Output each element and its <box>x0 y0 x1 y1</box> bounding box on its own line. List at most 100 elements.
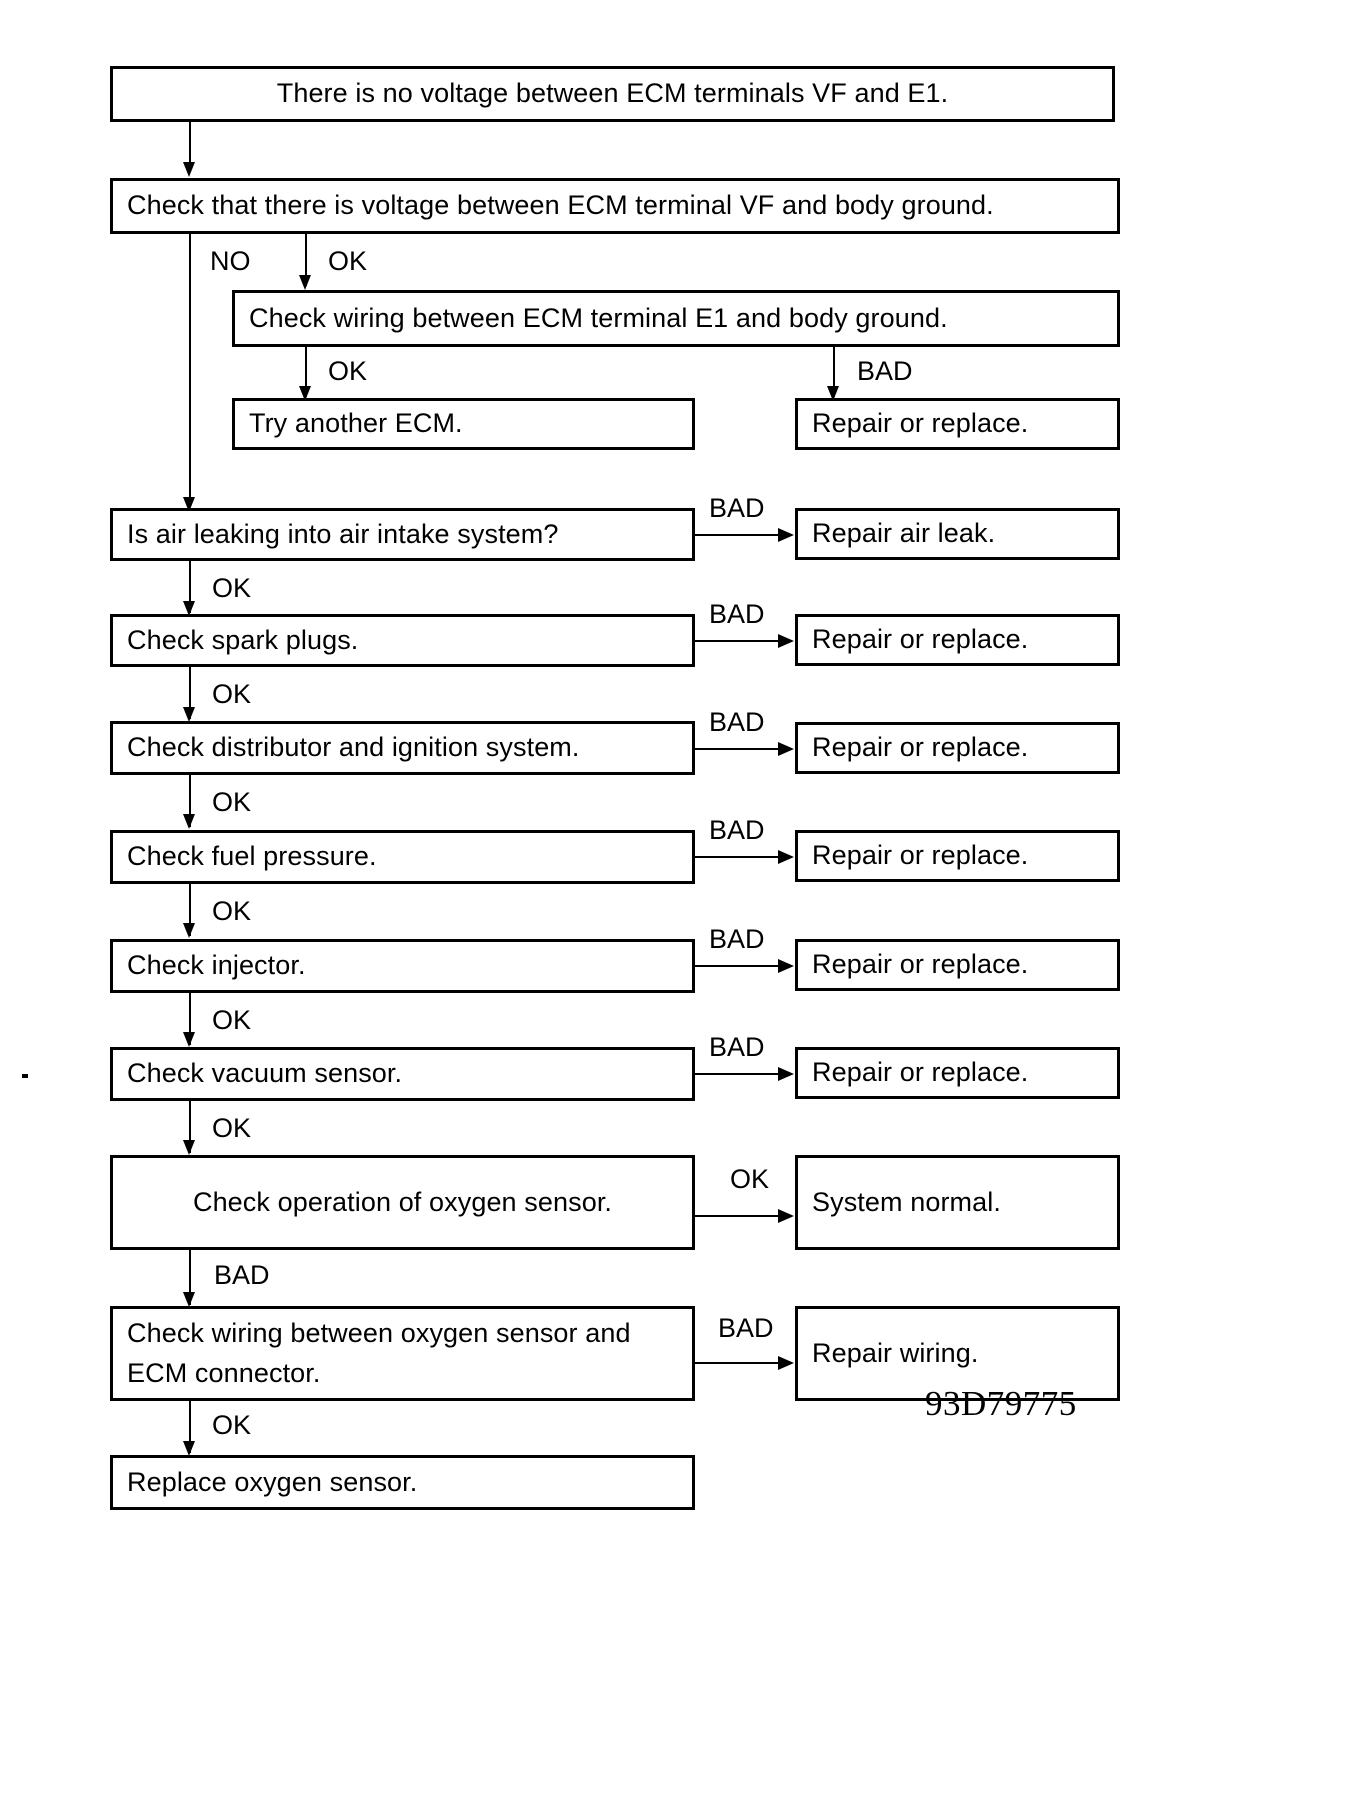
edge-n10-n11-arrowhead <box>778 742 794 756</box>
edge-label-bad-n18-n20: BAD <box>214 1260 270 1290</box>
node-label: Check vacuum sensor. <box>127 1058 403 1089</box>
edge-n12-n14-arrowhead <box>183 923 195 938</box>
node-check-injector[interactable]: Check injector. <box>110 939 695 993</box>
node-label: Repair or replace. <box>812 408 1029 439</box>
edge-n8-n10-arrowhead <box>183 707 195 722</box>
node-label: Try another ECM. <box>249 408 463 439</box>
edge-n18-n20-arrowhead <box>183 1292 195 1307</box>
edge-n16-n18-arrowhead <box>183 1140 195 1155</box>
node-check-oxygen-sensor-operation[interactable]: Check operation of oxygen sensor. <box>110 1155 695 1250</box>
edge-n8-n9-arrowhead <box>778 634 794 648</box>
node-repair-or-replace-6[interactable]: Repair or replace. <box>795 1047 1120 1099</box>
edge-n2-n3-line <box>305 234 307 286</box>
edge-n3-n4-arrowhead <box>299 386 311 401</box>
edge-n14-n16-arrowhead <box>183 1032 195 1047</box>
edge-n12-n13-arrowhead <box>778 850 794 864</box>
edge-label-ok-n3-n4: OK <box>328 356 368 386</box>
edge-label-ok-n8-n10: OK <box>212 679 252 709</box>
edge-label-ok-n18-n19: OK <box>730 1164 770 1194</box>
node-repair-or-replace-3[interactable]: Repair or replace. <box>795 722 1120 774</box>
node-label: Repair or replace. <box>812 840 1029 871</box>
edge-n2-n3-arrowhead <box>299 275 311 290</box>
edge-n16-n17-arrowhead <box>778 1067 794 1081</box>
node-label: Repair air leak. <box>812 518 996 549</box>
edge-n20-n22-arrowhead <box>183 1441 195 1456</box>
edge-label-bad-n20-n21: BAD <box>718 1313 774 1343</box>
edge-n20-n21-arrowhead <box>778 1356 794 1370</box>
edge-label-ok-n20-n22: OK <box>212 1410 252 1440</box>
edge-n20-n22-line <box>189 1401 191 1453</box>
edge-n6-n8-arrowhead <box>183 601 195 616</box>
edge-label-ok-n14-n16: OK <box>212 1005 252 1035</box>
edge-n6-n8-line <box>189 561 191 613</box>
node-label: Is air leaking into air intake system? <box>127 518 559 549</box>
node-check-voltage-vf-body-ground[interactable]: Check that there is voltage between ECM … <box>110 178 1120 234</box>
edge-n18-n19-arrowhead <box>778 1209 794 1223</box>
edge-label-bad-n14-n15: BAD <box>709 924 765 954</box>
edge-label-no: NO <box>210 246 251 276</box>
edge-label-bad-n10-n11: BAD <box>709 707 765 737</box>
edge-label-bad-n3-n5: BAD <box>857 356 913 386</box>
edge-n18-n20-line <box>189 1250 191 1305</box>
node-label: Repair or replace. <box>812 949 1029 980</box>
node-try-another-ecm[interactable]: Try another ECM. <box>232 398 695 450</box>
node-label: Repair wiring. <box>812 1337 979 1368</box>
node-label: System normal. <box>812 1186 1001 1217</box>
edge-n20-n21-line <box>695 1362 783 1364</box>
node-check-vacuum-sensor[interactable]: Check vacuum sensor. <box>110 1047 695 1101</box>
node-repair-or-replace-1[interactable]: Repair or replace. <box>795 398 1120 450</box>
edge-label-bad-n6-n7: BAD <box>709 493 765 523</box>
reference-code: 93D79775 <box>925 1384 1077 1423</box>
node-label: Check operation of oxygen sensor. <box>192 1186 613 1217</box>
edge-label-ok-n12-n14: OK <box>212 896 252 926</box>
edge-n12-n14-line <box>189 884 191 936</box>
node-no-voltage-vf-e1[interactable]: There is no voltage between ECM terminal… <box>110 66 1115 122</box>
node-repair-or-replace-4[interactable]: Repair or replace. <box>795 830 1120 882</box>
node-repair-wiring[interactable]: Repair wiring. <box>795 1306 1120 1401</box>
edge-n14-n15-line <box>695 965 783 967</box>
edge-n10-n11-line <box>695 748 783 750</box>
node-repair-or-replace-5[interactable]: Repair or replace. <box>795 939 1120 991</box>
node-label: Replace oxygen sensor. <box>127 1466 418 1497</box>
node-label: Repair or replace. <box>812 624 1029 655</box>
node-label: Check spark plugs. <box>127 624 359 655</box>
node-repair-or-replace-2[interactable]: Repair or replace. <box>795 614 1120 666</box>
node-label: Check wiring between oxygen sensor and E… <box>127 1318 631 1388</box>
edge-no-trunk-line <box>189 234 191 506</box>
edge-label-bad-n8-n9: BAD <box>709 599 765 629</box>
edge-label-ok-n2-n3: OK <box>328 246 368 276</box>
edge-n8-n10-line <box>189 667 191 719</box>
edge-n16-n18-line <box>189 1101 191 1153</box>
node-check-distributor-ignition[interactable]: Check distributor and ignition system. <box>110 721 695 775</box>
edge-label-ok-n16-n18: OK <box>212 1113 252 1143</box>
node-label: Check wiring between ECM terminal E1 and… <box>249 302 948 333</box>
edge-n3-n5-arrowhead <box>827 386 839 401</box>
node-label: Check that there is voltage between ECM … <box>127 190 994 221</box>
node-is-air-leaking[interactable]: Is air leaking into air intake system? <box>110 508 695 561</box>
edge-n14-n15-arrowhead <box>778 959 794 973</box>
node-label: Check fuel pressure. <box>127 841 377 872</box>
edge-n18-n19-line <box>695 1215 783 1217</box>
edge-n1-n2-arrowhead <box>183 162 195 177</box>
edge-n16-n17-line <box>695 1073 783 1075</box>
node-label: Check injector. <box>127 950 306 981</box>
node-check-fuel-pressure[interactable]: Check fuel pressure. <box>110 830 695 884</box>
edge-n12-n13-line <box>695 856 783 858</box>
edge-n3-n5-line <box>833 347 835 397</box>
node-replace-oxygen-sensor[interactable]: Replace oxygen sensor. <box>110 1455 695 1510</box>
node-check-wiring-e1-body-ground[interactable]: Check wiring between ECM terminal E1 and… <box>232 290 1120 347</box>
edge-label-ok-n6-n8: OK <box>212 573 252 603</box>
edge-n8-n9-line <box>695 640 783 642</box>
node-system-normal[interactable]: System normal. <box>795 1155 1120 1250</box>
edge-n1-n2-line <box>189 122 191 170</box>
edge-n6-n7-arrowhead <box>778 528 794 542</box>
node-repair-air-leak[interactable]: Repair air leak. <box>795 508 1120 560</box>
edge-n10-n12-arrowhead <box>183 814 195 829</box>
edge-n10-n12-line <box>189 775 191 827</box>
node-check-spark-plugs[interactable]: Check spark plugs. <box>110 614 695 667</box>
edge-n14-n16-line <box>189 993 191 1045</box>
node-check-wiring-oxygen-ecm[interactable]: Check wiring between oxygen sensor and E… <box>110 1306 695 1401</box>
scan-artifact-tick <box>22 1074 28 1078</box>
edge-n3-n4-line <box>305 347 307 397</box>
